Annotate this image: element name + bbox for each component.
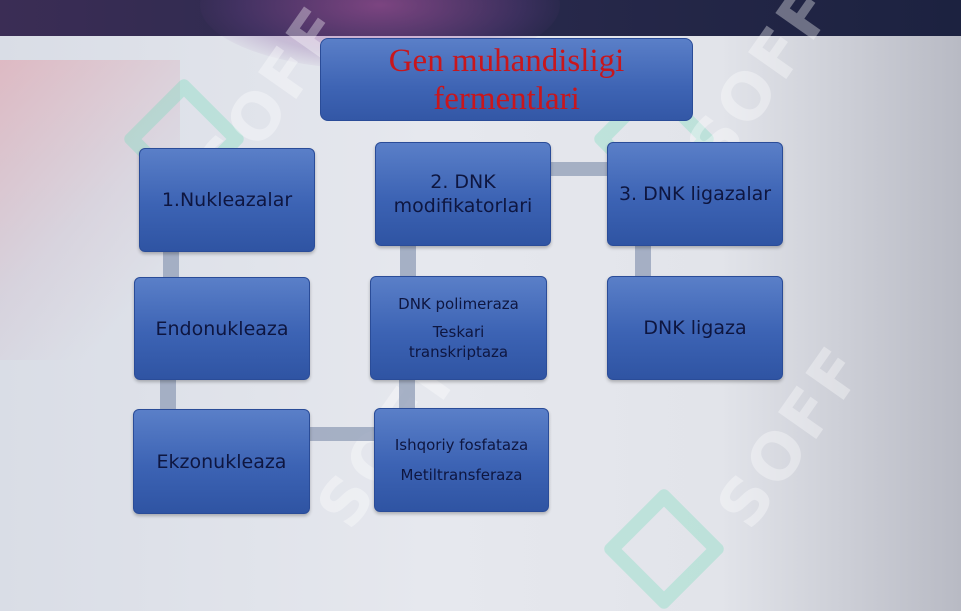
node-label: Teskari transkriptaza <box>408 323 509 361</box>
node-label: Ekzonukleaza <box>156 450 287 473</box>
node-label: Ishqoriy fosfataza <box>394 436 529 454</box>
node-ekzonukleaza: Ekzonukleaza <box>133 409 310 514</box>
connector-col3-a <box>635 246 651 276</box>
node-label: 1.Nukleazalar <box>161 189 293 211</box>
connector-title-col3 <box>551 162 608 176</box>
node-endonukleaza: Endonukleaza <box>134 277 310 380</box>
connector-col1-b <box>160 380 176 409</box>
watermark-logo-icon <box>601 486 727 611</box>
node-nukleazalar: 1.Nukleazalar <box>139 148 315 252</box>
connector-col1-a <box>163 251 179 277</box>
node-polimeraza-transkriptaza: DNK polimeraza Teskari transkriptaza <box>370 276 547 380</box>
node-dnk-ligazalar: 3. DNK ligazalar <box>607 142 783 246</box>
node-label: Endonukleaza <box>155 317 289 340</box>
node-label: 3. DNK ligazalar <box>618 183 772 205</box>
diagram-title: Gen muhandisligi fermentlari <box>388 42 625 117</box>
node-fosfataza-metiltransferaza: Ishqoriy fosfataza Metiltransferaza <box>374 408 549 512</box>
node-dnk-modifikatorlari: 2. DNK modifikatorlari <box>375 142 551 246</box>
node-dnk-ligaza: DNK ligaza <box>607 276 783 380</box>
connector-col2-b <box>399 380 415 408</box>
node-label: Metiltransferaza <box>400 466 523 484</box>
connector-cross <box>310 427 374 441</box>
connector-col2-a <box>400 246 416 276</box>
node-label: DNK polimeraza <box>398 295 519 313</box>
diagram-title-box: Gen muhandisligi fermentlari <box>320 38 693 121</box>
node-label: 2. DNK modifikatorlari <box>393 171 533 217</box>
node-label: DNK ligaza <box>643 317 747 339</box>
